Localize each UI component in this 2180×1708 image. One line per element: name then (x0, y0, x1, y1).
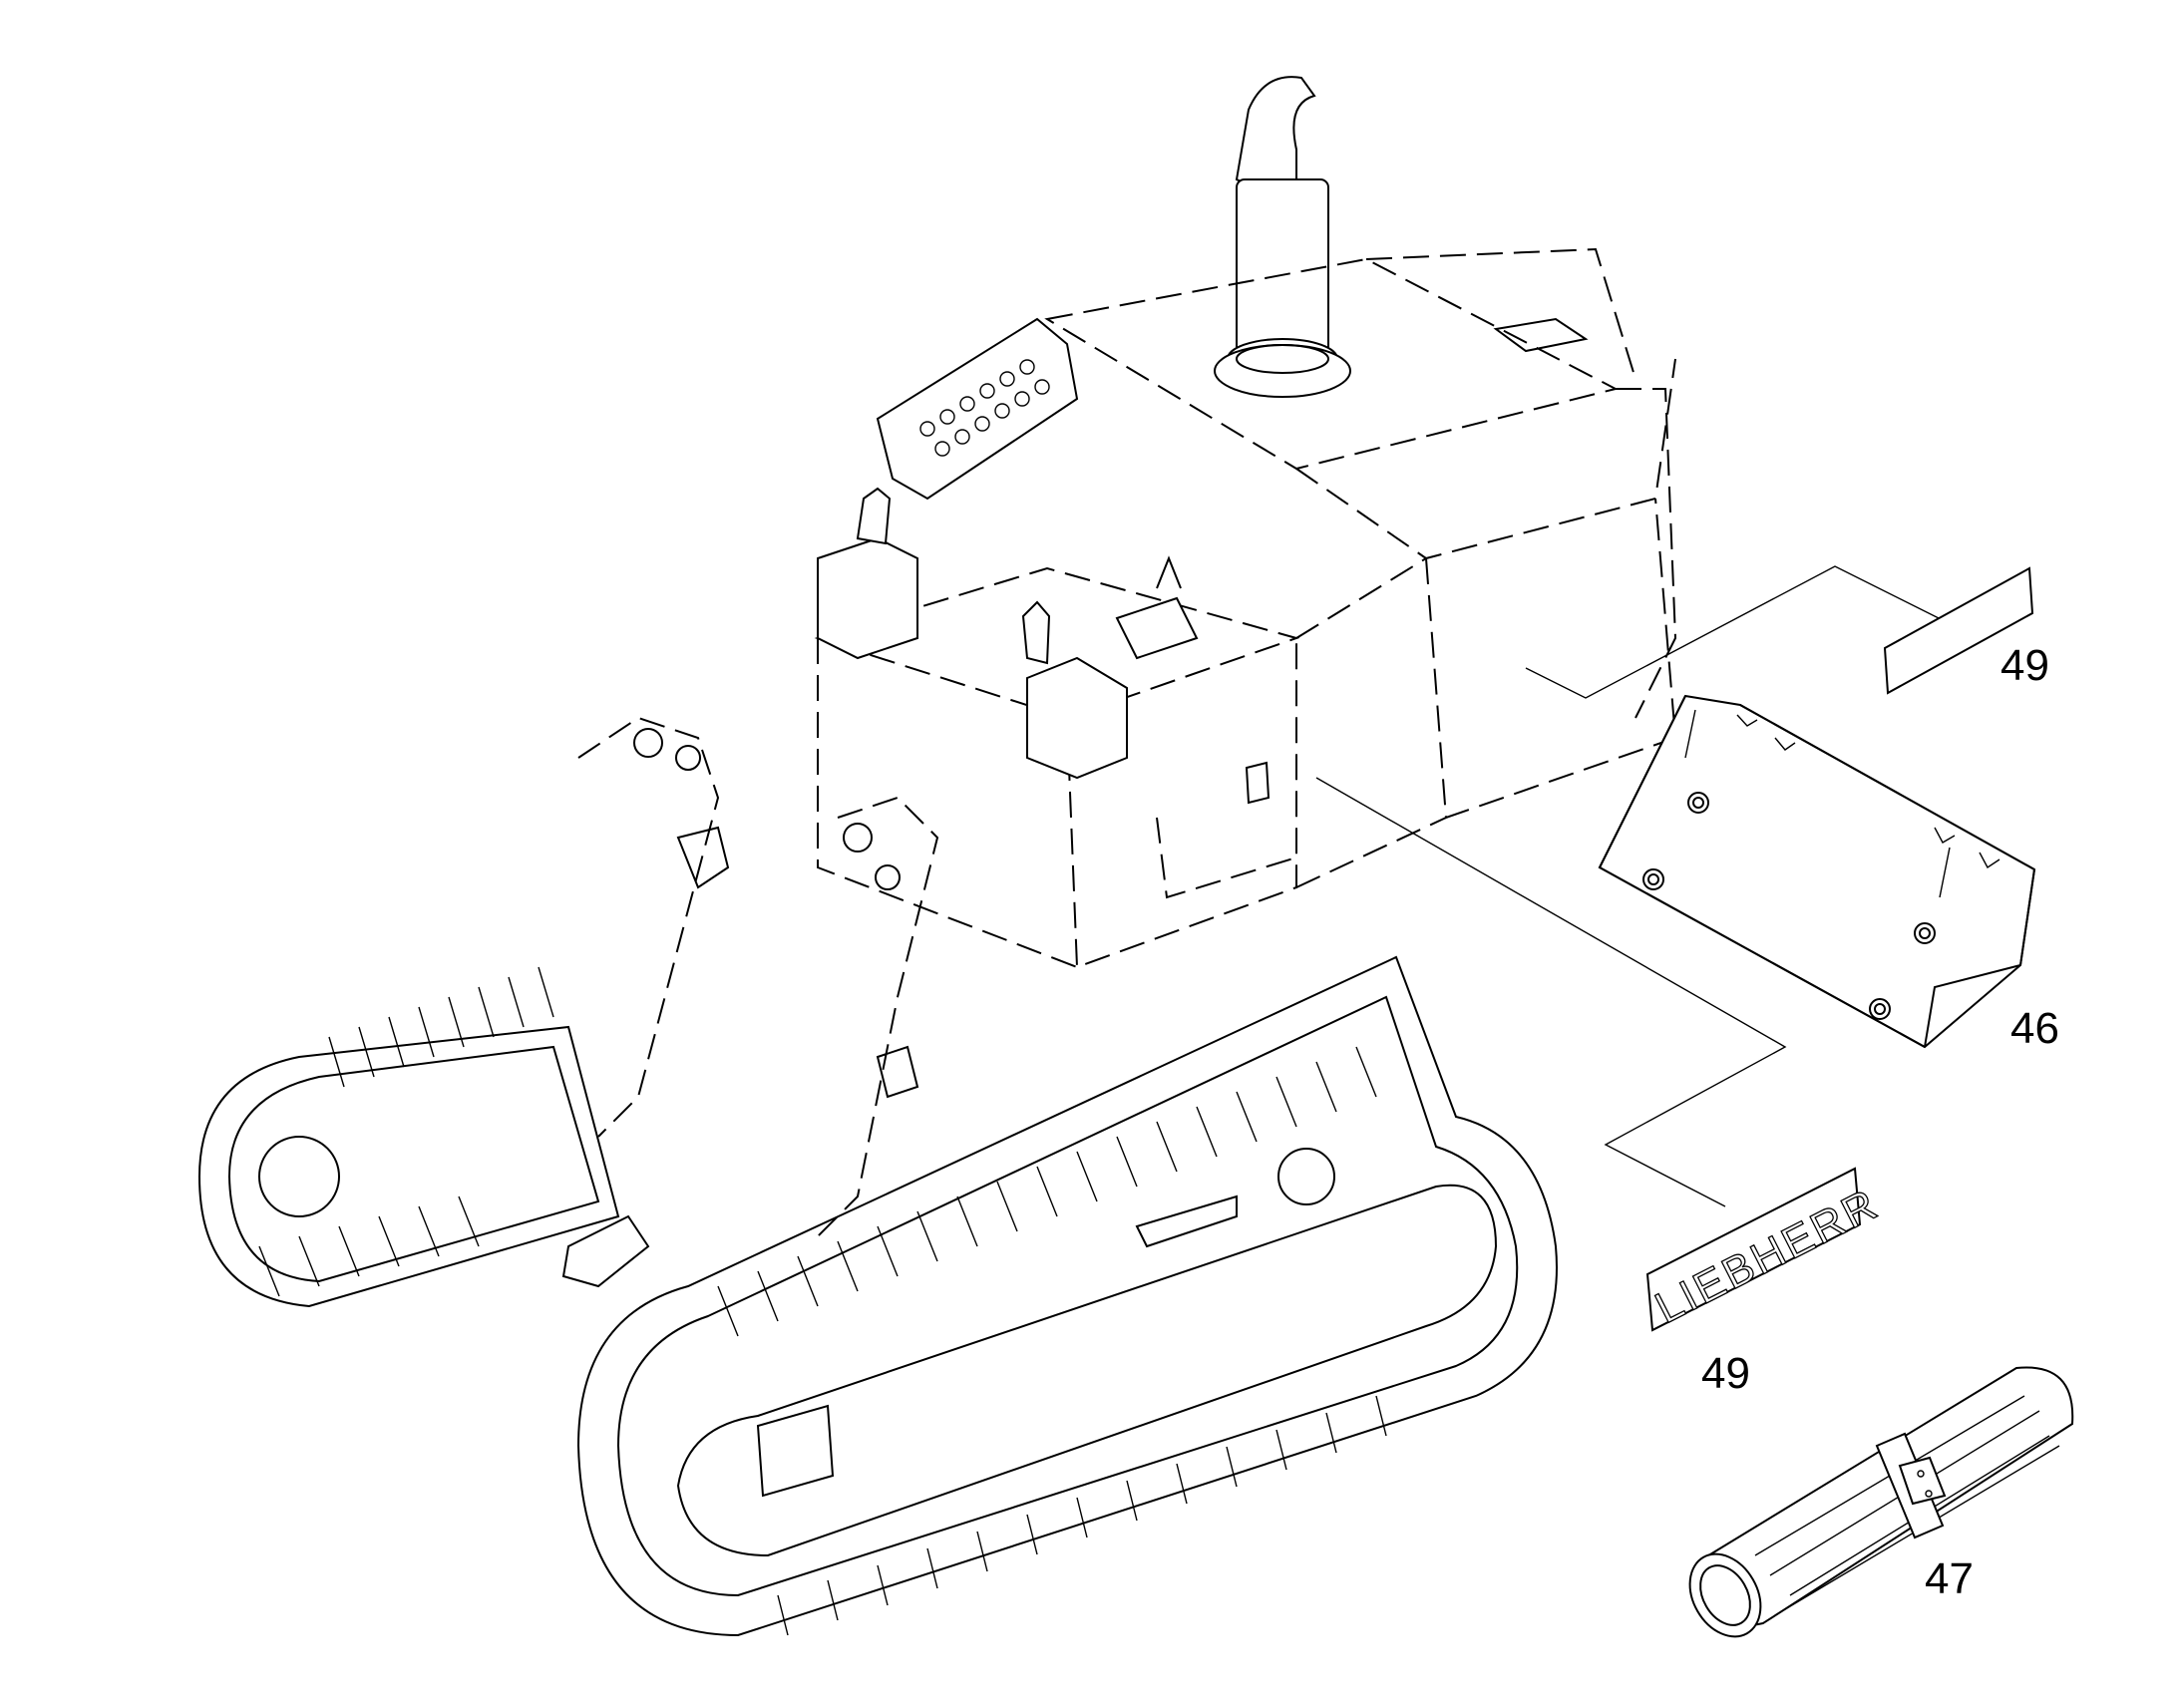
callout-49-upper: 49 (2000, 641, 2049, 690)
callout-47: 47 (1925, 1554, 1974, 1603)
callout-49-lower: 49 (1701, 1349, 1750, 1398)
rolled-kit (1688, 1366, 2074, 1638)
exhaust-stack (1214, 76, 1351, 398)
decal-strip-lower: LIEBHERR (1645, 1167, 1888, 1334)
leader-lines (1315, 565, 1956, 1207)
left-track (197, 966, 620, 1308)
crawler-machine-phantom (197, 76, 1677, 1637)
right-track (561, 955, 1558, 1637)
lift-arms (577, 716, 939, 1237)
callout-46: 46 (2010, 1004, 2059, 1053)
main-frame (814, 557, 1447, 969)
engine-hood (1044, 247, 1677, 820)
decal-strip-upper (1883, 566, 2034, 695)
operator-console (817, 317, 1199, 780)
counterweight-plate (1598, 694, 2036, 1049)
